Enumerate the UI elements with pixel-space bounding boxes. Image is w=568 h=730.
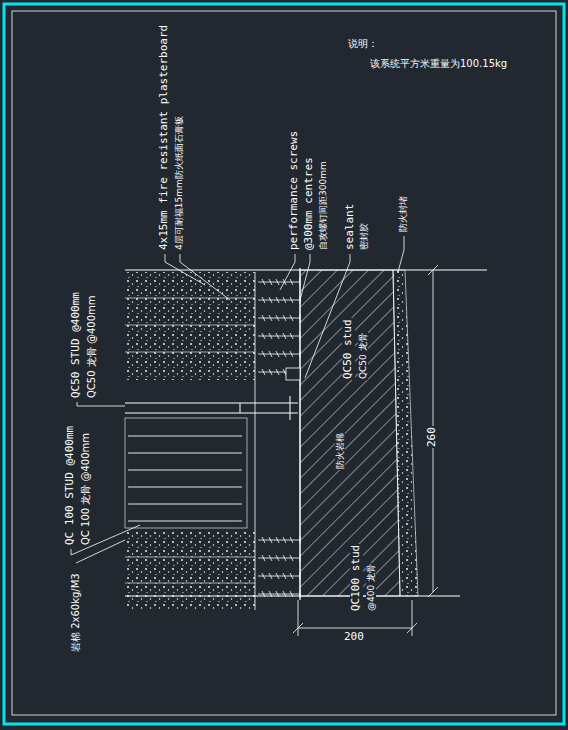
rotated-annotation: QC50 龙骨 xyxy=(358,332,368,380)
rotated-annotation: 密封胶 xyxy=(359,223,369,250)
wool-wave xyxy=(128,436,242,437)
wool-outline xyxy=(125,418,247,528)
note-text: 该系统平方米重量为100.15kg xyxy=(370,58,507,70)
wool-wave xyxy=(128,487,242,488)
note-text: 200 xyxy=(344,631,364,644)
wool-wave xyxy=(128,453,242,454)
rotated-annotation: QC50 STUD @400mm xyxy=(70,292,83,398)
rotated-annotation: performance screws xyxy=(288,131,301,250)
screw xyxy=(258,536,300,544)
rotated-annotation: 自攻螺钉间距300mm xyxy=(318,161,328,250)
screw xyxy=(258,554,300,562)
rotated-annotation: 防火岩棉 xyxy=(335,432,345,470)
leader-lines xyxy=(71,236,404,563)
screw xyxy=(258,572,300,580)
inner-face xyxy=(255,272,256,610)
wool-wave xyxy=(128,470,242,471)
rotated-annotation: QC50 龙骨 @400mm xyxy=(86,295,98,398)
rotated-annotation: QC 100 STUD @400mm xyxy=(64,426,77,545)
rotated-annotation: @400 龙骨 xyxy=(366,563,376,612)
rotated-annotation: sealant xyxy=(344,204,357,250)
inner-frame xyxy=(12,11,556,715)
plasterboard-upper xyxy=(125,272,255,380)
qc50-stud xyxy=(125,396,298,420)
wool-wave xyxy=(128,504,242,505)
screws xyxy=(258,278,300,598)
stud-section xyxy=(286,368,300,380)
rotated-annotation: 防火封堵 xyxy=(398,196,408,232)
rotated-annotation: 4x15mm fire resistant plasterboard xyxy=(158,25,171,250)
mineral-wool xyxy=(125,418,247,528)
screw xyxy=(258,590,300,598)
rotated-annotation: 260 xyxy=(426,426,439,448)
screw xyxy=(258,332,300,340)
plasterboard-lower xyxy=(125,530,255,610)
rotated-annotation: 岩棉 2x60kg/M3 xyxy=(70,573,82,652)
rotated-annotation: @300mm centres xyxy=(303,157,316,250)
screw xyxy=(258,296,300,304)
wool-wave xyxy=(128,521,242,522)
rotated-annotation: QC50 stud xyxy=(342,318,355,380)
screw xyxy=(258,314,300,322)
note-text: 说明： xyxy=(348,38,378,50)
screw xyxy=(258,278,300,286)
bottom-line xyxy=(125,596,460,597)
fire-stop-band xyxy=(393,270,418,596)
rotated-annotation: 4层可耐福15mm防火纸面石膏板 xyxy=(174,116,184,250)
outer-frame xyxy=(4,4,564,724)
rotated-annotation: QC100 stud xyxy=(350,544,363,612)
rotated-annotation: QC 100 龙骨 @400mm xyxy=(80,433,92,545)
screw xyxy=(258,350,300,358)
